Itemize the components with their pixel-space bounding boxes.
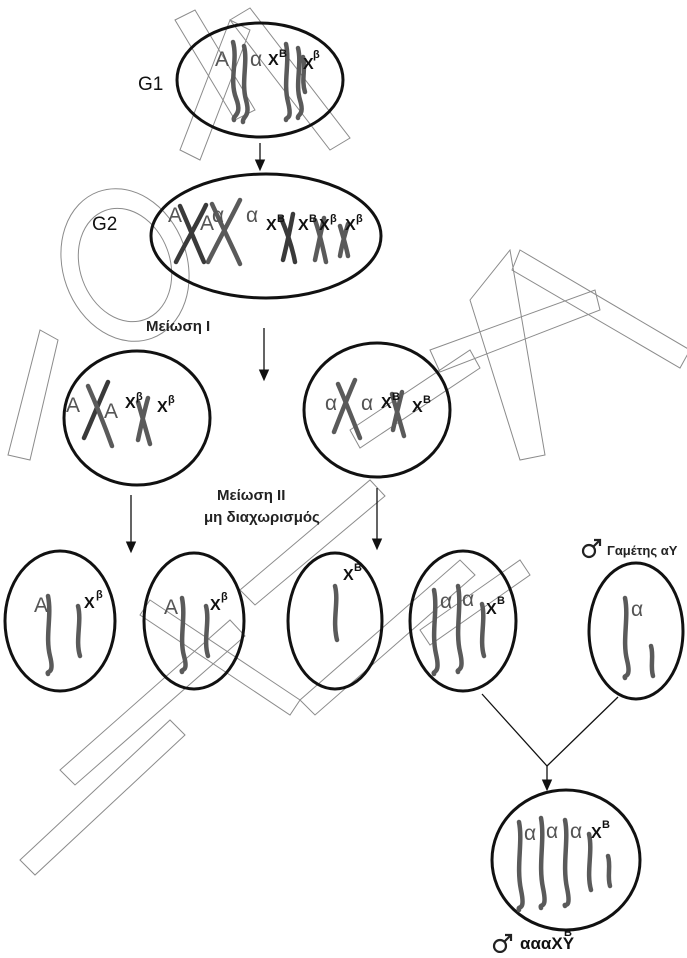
- g1-allele-A: A: [215, 48, 229, 71]
- g1-allele-B: B: [279, 48, 287, 60]
- gamete-4-chromosomes: [431, 583, 487, 677]
- result-genotype: αααXY: [520, 934, 575, 953]
- male-gamete-chromosomes: [622, 595, 656, 681]
- male-gamete-a: α: [631, 598, 643, 621]
- gamete-4-B: B: [497, 595, 505, 607]
- gamete-4-a2: α: [462, 588, 474, 611]
- meiosis1-label: Μείωση I: [146, 318, 210, 335]
- result-genotype-sup: B: [564, 927, 572, 939]
- g2-X1: X: [266, 217, 277, 234]
- gamete-1-beta: β: [96, 589, 103, 601]
- gamete-4: [408, 549, 518, 693]
- m1-left-A2: A: [104, 400, 118, 423]
- gamete-4-a1: α: [440, 590, 452, 613]
- m1-right-chromosomes: [331, 377, 407, 441]
- gamete-1-chromosomes: [45, 593, 83, 677]
- zygote-a2: α: [546, 820, 558, 843]
- g1-allele-a: α: [250, 48, 262, 71]
- gamete-3-B: B: [354, 562, 362, 574]
- m1-left-chromosomes: [81, 379, 153, 449]
- male-gamete-label: Γαμέτης αY: [607, 543, 678, 558]
- g1-allele-X1: X: [268, 52, 279, 69]
- gamete-1-X: X: [84, 595, 95, 612]
- fertilization-line-left: [481, 693, 548, 767]
- m1-right-B2: B: [423, 394, 431, 406]
- m1-right-a1: α: [325, 392, 337, 415]
- zygote-a1: α: [524, 822, 536, 845]
- m1-right-X2: X: [412, 399, 423, 416]
- g2-chromosomes: [173, 197, 351, 267]
- m1-cell-left: [62, 349, 212, 487]
- g1-cell: [175, 21, 345, 139]
- g2-B2: B: [309, 213, 317, 225]
- zygote-a3: α: [570, 820, 582, 843]
- fertilization-line-right: [546, 696, 619, 767]
- meiosis2-label-line1: Μείωση II: [217, 487, 285, 504]
- zygote-X: X: [591, 825, 602, 842]
- gamete-2-A: A: [164, 596, 178, 619]
- gamete-2: [142, 551, 246, 691]
- gamete-3-chromosomes: [332, 583, 340, 643]
- m1-left-beta2: β: [168, 394, 175, 406]
- meiosis2-label-line2: μη διαχωρισμός: [204, 509, 320, 526]
- m1-right-X1: X: [381, 395, 392, 412]
- g2-X3: X: [319, 217, 330, 234]
- g2-beta1: β: [330, 213, 337, 225]
- gamete-3: [286, 551, 384, 691]
- g2-beta2: β: [356, 213, 363, 225]
- zygote-cell: [490, 788, 642, 932]
- g2-X4: X: [345, 217, 356, 234]
- g2-B1: B: [277, 213, 285, 225]
- g1-allele-X2: X: [303, 56, 314, 73]
- g2-label: G2: [92, 214, 117, 235]
- male-symbol-icon: [581, 538, 602, 559]
- result-male-symbol-icon: [492, 933, 513, 954]
- m1-right-a2: α: [361, 392, 373, 415]
- gamete-2-X: X: [210, 597, 221, 614]
- gamete-1-A: A: [34, 594, 48, 617]
- gamete-2-beta: β: [221, 591, 228, 603]
- g1-label: G1: [138, 74, 163, 95]
- gamete-4-X: X: [486, 601, 497, 618]
- zygote-chromosomes: [516, 815, 613, 913]
- m1-right-B1: B: [392, 391, 400, 403]
- m1-left-X2: X: [157, 399, 168, 416]
- male-gamete-cell: [587, 561, 685, 701]
- m1-left-X1: X: [125, 395, 136, 412]
- g1-allele-beta: β: [313, 49, 320, 61]
- m1-cell-right: [302, 341, 452, 479]
- m1-left-A1: A: [66, 394, 80, 417]
- gamete-3-X: X: [343, 567, 354, 584]
- g2-X2: X: [298, 217, 309, 234]
- g2-allele-a2: α: [246, 204, 258, 227]
- zygote-B: B: [602, 819, 610, 831]
- g2-allele-a1: α: [212, 204, 224, 227]
- gamete-1: [3, 549, 117, 693]
- watermark: [7, 7, 687, 876]
- g2-allele-A1: A: [168, 204, 182, 227]
- g2-allele-A2: A: [200, 212, 214, 235]
- m1-left-beta1: β: [136, 391, 143, 403]
- gamete-2-chromosomes: [179, 595, 211, 675]
- g1-chromosomes: [230, 39, 308, 125]
- g2-cell: [149, 172, 383, 300]
